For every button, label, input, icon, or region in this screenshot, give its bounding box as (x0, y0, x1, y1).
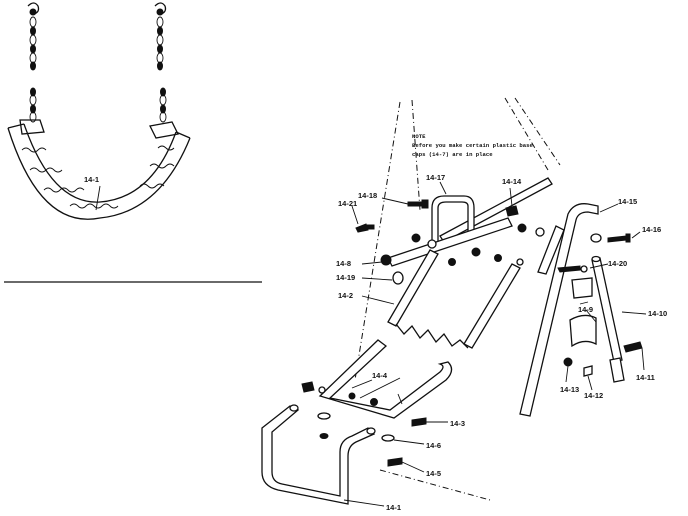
top-crossbar (439, 177, 553, 243)
label-14-9: 14-9 (578, 305, 593, 314)
seat-frame (318, 339, 453, 419)
frame-outline-mid (411, 99, 421, 211)
foot-rest-end-cap-2 (366, 427, 376, 435)
base-cap (609, 357, 625, 383)
bolt-icon (607, 233, 631, 243)
label-14-10: 14-10 (648, 309, 667, 318)
side-leg (591, 257, 623, 363)
left-crossbar (387, 217, 513, 267)
label-14-4: 14-4 (372, 371, 388, 380)
nut-icon (563, 357, 593, 377)
left-lower-chain (29, 87, 37, 123)
right-lower-chain (159, 87, 167, 123)
bolt-icon (387, 457, 403, 467)
label-14-11: 14-11 (636, 373, 655, 382)
part-labels: 14-17 14-18 14-21 14-14 14-15 14-16 14-8… (336, 173, 667, 512)
bolt-icon (557, 265, 588, 273)
note-line-1: Before you make certain plastic base (412, 142, 533, 149)
label-14-19: 14-19 (336, 273, 355, 282)
label-14-15: 14-15 (618, 197, 637, 206)
swing-seat-assembly: 14-1 (7, 2, 191, 220)
frame-outline-right-a (504, 97, 549, 171)
right-upper-chain (156, 16, 164, 71)
label-14-3: 14-3 (450, 419, 465, 428)
label-14-8: 14-8 (336, 259, 351, 268)
swing-seat (7, 119, 191, 220)
glider-assembly: NOTE Before you make certain plastic bas… (261, 97, 667, 512)
frame-leg-main (519, 203, 599, 417)
label-14-17: 14-17 (426, 173, 445, 182)
note-line-2: caps (14-7) are in place (412, 151, 493, 158)
break-line (395, 323, 469, 349)
washer-icon (380, 233, 524, 266)
label-14-1: 14-1 (386, 503, 401, 512)
bolt-icon (407, 199, 429, 209)
screw-icon (355, 223, 375, 233)
side-leg-cap-top (591, 255, 601, 263)
bracket-upper (571, 277, 593, 299)
label-14-2: 14-2 (338, 291, 353, 300)
seat-part-label: 14-1 (84, 175, 99, 184)
label-14-12: 14-12 (584, 391, 603, 400)
frame-outline-bottom (379, 469, 491, 501)
bracket-lower (569, 314, 597, 348)
nut-icon (505, 205, 545, 237)
label-14-18: 14-18 (358, 191, 377, 200)
label-14-14: 14-14 (502, 177, 522, 186)
foot-rest-end-cap (289, 404, 299, 412)
washer-icon (317, 412, 395, 442)
end-cap-icon (392, 271, 404, 285)
back-bar-right (463, 263, 521, 349)
frame-outline-right-b (514, 97, 561, 166)
assembly-note: NOTE Before you make certain plastic bas… (412, 133, 533, 158)
frame-leg-end (590, 233, 602, 243)
bolt-icon (301, 381, 378, 406)
label-14-20: 14-20 (608, 259, 627, 268)
label-14-6: 14-6 (426, 441, 441, 450)
label-14-21: 14-21 (338, 199, 357, 208)
back-bar-left (387, 249, 439, 327)
bracket-slot (579, 301, 589, 305)
hardware (301, 199, 643, 467)
bolt-icon (623, 341, 643, 353)
seat-frame-tab (397, 393, 403, 405)
label-14-5: 14-5 (426, 469, 441, 478)
foot-rest-bar (261, 405, 376, 505)
bolt-icon (411, 417, 427, 427)
frame-outline-left (354, 101, 401, 381)
label-14-13: 14-13 (560, 385, 579, 394)
note-title: NOTE (412, 133, 426, 140)
frame-leg-inner (537, 225, 565, 275)
label-14-16: 14-16 (642, 225, 661, 234)
left-upper-chain (29, 16, 37, 71)
leader-lines (343, 181, 647, 507)
seat-frame-brace (359, 377, 401, 399)
right-hook-icon (154, 2, 167, 16)
left-hook-icon (27, 2, 40, 16)
